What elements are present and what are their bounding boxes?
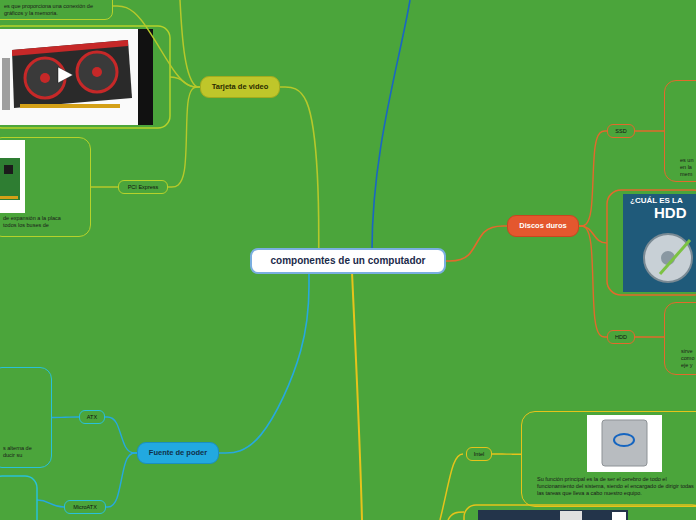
branch-connector bbox=[91, 186, 118, 187]
node-text: Su función principal es la de ser el cer… bbox=[537, 476, 694, 497]
branch-line bbox=[448, 512, 464, 520]
branch-line bbox=[352, 272, 362, 520]
branch-connector bbox=[635, 336, 664, 337]
branch-connector bbox=[106, 453, 137, 507]
branch-line bbox=[580, 226, 607, 243]
node-text: de expansión a la placa todos los buses … bbox=[3, 215, 73, 229]
node-text: es un en la mem bbox=[680, 157, 696, 178]
branch-connector bbox=[105, 417, 137, 453]
node-text: s alterna de ducir su bbox=[3, 445, 43, 459]
node-text: Tarjeta de video bbox=[212, 82, 269, 91]
note-box: Su función principal es la de ser el cer… bbox=[521, 411, 696, 507]
node-text: HDD bbox=[615, 334, 627, 341]
subtopic: ATX bbox=[79, 410, 105, 424]
subtopic: HDD bbox=[607, 330, 635, 344]
branch-connector bbox=[492, 453, 521, 455]
subtopic: SSD bbox=[607, 124, 634, 138]
branch-connector bbox=[635, 130, 664, 131]
branch-connector bbox=[52, 416, 79, 418]
node-text: ATX bbox=[87, 414, 97, 421]
node-text: Discos duros bbox=[519, 221, 567, 230]
node-text: PCI Express bbox=[128, 184, 159, 191]
branch-topic: Discos duros bbox=[507, 215, 579, 236]
image-frame bbox=[464, 505, 696, 520]
image-caption: HDD bbox=[654, 204, 687, 221]
branch-connector bbox=[446, 226, 508, 261]
node-text: Intel bbox=[474, 451, 484, 458]
board-image bbox=[478, 510, 628, 520]
note-box: es un en la mem bbox=[664, 80, 696, 182]
node-text: Fuente de poder bbox=[149, 448, 207, 457]
subtopic: MicroATX bbox=[64, 500, 106, 514]
branch-connector bbox=[280, 87, 318, 248]
image-frame bbox=[0, 476, 37, 520]
note-box: es que proporciona una conexión de gráfi… bbox=[0, 0, 113, 20]
branch-connector bbox=[219, 274, 309, 453]
node-text: sirve como eje y bbox=[681, 348, 696, 369]
node-text: componentes de un computador bbox=[270, 255, 425, 268]
branch-connector bbox=[113, 6, 200, 87]
branch-connector bbox=[168, 87, 199, 187]
node-text: es que proporciona una conexión de gráfi… bbox=[4, 3, 94, 17]
branch-topic: Tarjeta de video bbox=[200, 76, 281, 97]
note-box: de expansión a la placa todos los buses … bbox=[0, 137, 91, 237]
branch-connector bbox=[579, 131, 608, 226]
cpu-image bbox=[587, 415, 662, 472]
branch-line bbox=[37, 500, 64, 507]
branch-line bbox=[372, 0, 410, 250]
subtopic: PCI Express bbox=[118, 180, 169, 194]
branch-line bbox=[180, 0, 197, 87]
note-box: s alterna de ducir su bbox=[0, 367, 52, 468]
central-topic: componentes de un computador bbox=[250, 248, 445, 275]
hdd-image bbox=[623, 194, 696, 292]
node-text: MicroATX bbox=[73, 504, 97, 511]
image-caption: ¿CUÁL ES LA bbox=[630, 196, 683, 205]
node-text: SSD bbox=[615, 128, 626, 135]
branch-connector bbox=[579, 226, 607, 337]
image-frame bbox=[0, 26, 170, 128]
branch-topic: Fuente de poder bbox=[137, 442, 219, 463]
image-frame bbox=[607, 190, 696, 295]
branch-line bbox=[440, 454, 463, 520]
subtopic: Intel bbox=[466, 447, 492, 461]
pci-card-image bbox=[0, 140, 25, 213]
graphics-card-video bbox=[0, 29, 153, 125]
note-box: sirve como eje y bbox=[664, 302, 696, 375]
